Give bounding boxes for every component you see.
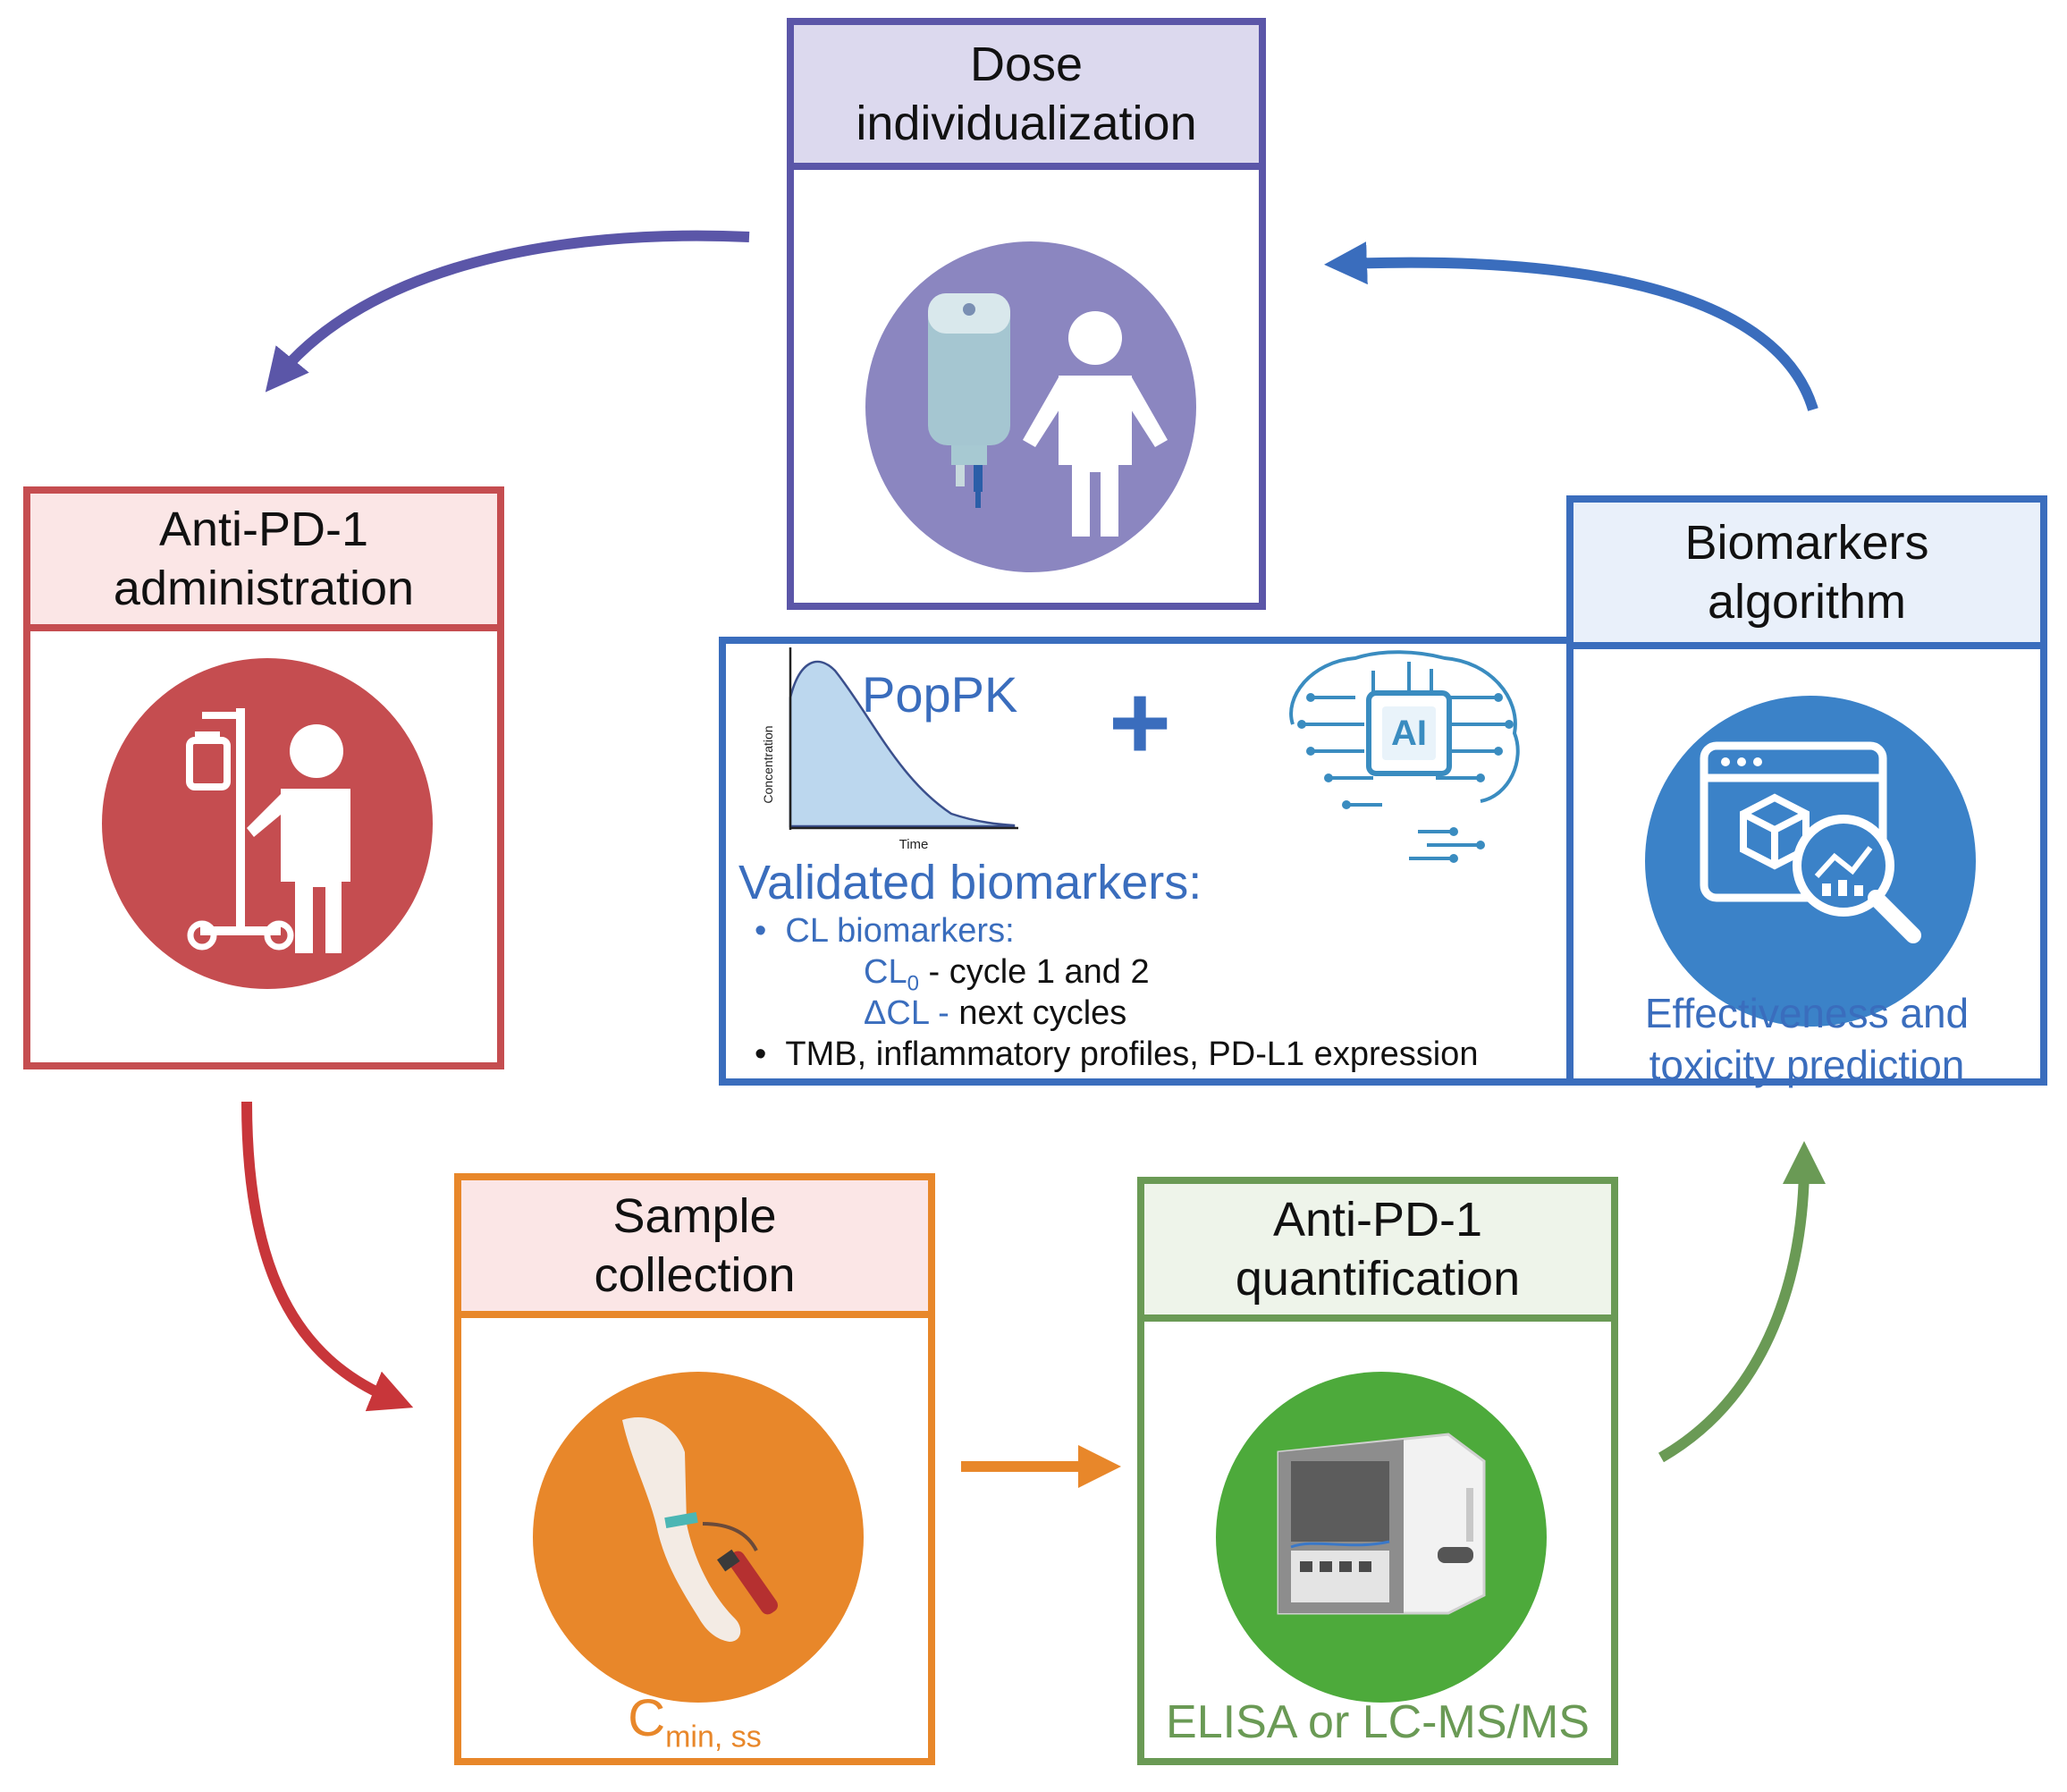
- sample-collection-box: Sample collection Cmin, ss: [454, 1173, 935, 1765]
- cl0-description: cycle 1 and 2: [940, 953, 1150, 991]
- blood-draw-arm-icon: [533, 1372, 864, 1703]
- bullet-other-biomarkers: • TMB, inflammatory profiles, PD-L1 expr…: [755, 1035, 1478, 1074]
- cl0-symbol: CL: [864, 953, 907, 991]
- cmin-subscript: min, ss: [665, 1720, 762, 1754]
- cmin-symbol: C: [628, 1689, 666, 1747]
- dose-title-line2: individualization: [856, 97, 1197, 150]
- arrow-dose-to-admin: [265, 230, 750, 393]
- cl0-line: CL0 - cycle 1 and 2: [864, 953, 1150, 997]
- admin-title-line1: Anti-PD-1: [158, 503, 369, 556]
- cl0-separator: -: [918, 953, 941, 991]
- ai-label: AI: [1391, 714, 1427, 753]
- anti-pd1-quantification-box: Anti-PD-1 quantification ELISA or LC-MS/…: [1137, 1177, 1618, 1765]
- sample-box-header: Sample collection: [461, 1180, 928, 1318]
- iv-pole-patient-icon: [102, 658, 433, 989]
- admin-box-header: Anti-PD-1 administration: [30, 494, 497, 631]
- cl0-subscript: 0: [907, 971, 919, 996]
- delta-cl-description: next cycles: [949, 994, 1127, 1032]
- bullet-cl-biomarkers: • CL biomarkers:: [755, 912, 1015, 951]
- admin-title-line2: administration: [113, 562, 415, 615]
- ai-brain-icon: AI: [1275, 644, 1534, 867]
- quant-title-line2: quantification: [1235, 1252, 1521, 1306]
- model-panel: Concentration Time PopPK +: [719, 637, 1577, 1086]
- biomarkers-caption-line1: Effectiveness and: [1644, 990, 1970, 1036]
- delta-cl-line: ΔCL - next cycles: [864, 994, 1126, 1033]
- plot-y-axis-label: Concentration: [761, 725, 775, 804]
- bullet-dot-2: •: [755, 1035, 786, 1073]
- bullet-dot-1: •: [755, 912, 786, 950]
- lab-analyzer-icon: [1216, 1372, 1547, 1703]
- biomarkers-caption: Effectiveness and toxicity prediction: [1573, 987, 2040, 1091]
- quant-caption: ELISA or LC-MS/MS: [1166, 1696, 1590, 1748]
- dose-title-line1: Dose: [969, 38, 1084, 91]
- arrow-biomarkers-to-dose: [1324, 241, 1818, 411]
- quant-title-line1: Anti-PD-1: [1272, 1193, 1483, 1247]
- sample-title-line1: Sample: [612, 1189, 777, 1243]
- quant-box-header: Anti-PD-1 quantification: [1144, 1184, 1611, 1322]
- biomarkers-caption-line2: toxicity prediction: [1649, 1042, 1965, 1088]
- delta-cl-symbol: ΔCL -: [864, 994, 949, 1032]
- cl-biomarkers-text: CL biomarkers:: [785, 912, 1015, 950]
- dose-individualization-box: Dose individualization: [787, 18, 1266, 610]
- other-biomarkers-text: TMB, inflammatory profiles, PD-L1 expres…: [785, 1035, 1479, 1073]
- arrow-admin-to-sample: [241, 1101, 414, 1412]
- biomarkers-title-line2: algorithm: [1707, 575, 1907, 629]
- data-analysis-icon: [1645, 696, 1976, 1027]
- popPK-label: PopPK: [862, 666, 1018, 723]
- plot-x-axis-label: Time: [899, 837, 929, 852]
- popPK-concentration-time-plot: [789, 647, 1018, 830]
- arrow-quant-to-biomarkers: [1658, 1141, 1826, 1463]
- validated-biomarkers-title: Validated biomarkers:: [738, 856, 1202, 909]
- anti-pd1-administration-box: Anti-PD-1 administration: [23, 486, 504, 1069]
- dose-box-header: Dose individualization: [794, 25, 1259, 170]
- biomarkers-algorithm-box: Biomarkers algorithm Effectiveness and t…: [1566, 495, 2047, 1088]
- plus-sign: +: [1109, 663, 1172, 782]
- biomarkers-box-header: Biomarkers algorithm: [1573, 503, 2040, 649]
- biomarkers-title-line1: Biomarkers: [1684, 516, 1929, 570]
- iv-bag-patient-icon: [865, 241, 1196, 572]
- sample-title-line2: collection: [594, 1248, 796, 1302]
- sample-caption: Cmin, ss: [461, 1688, 928, 1755]
